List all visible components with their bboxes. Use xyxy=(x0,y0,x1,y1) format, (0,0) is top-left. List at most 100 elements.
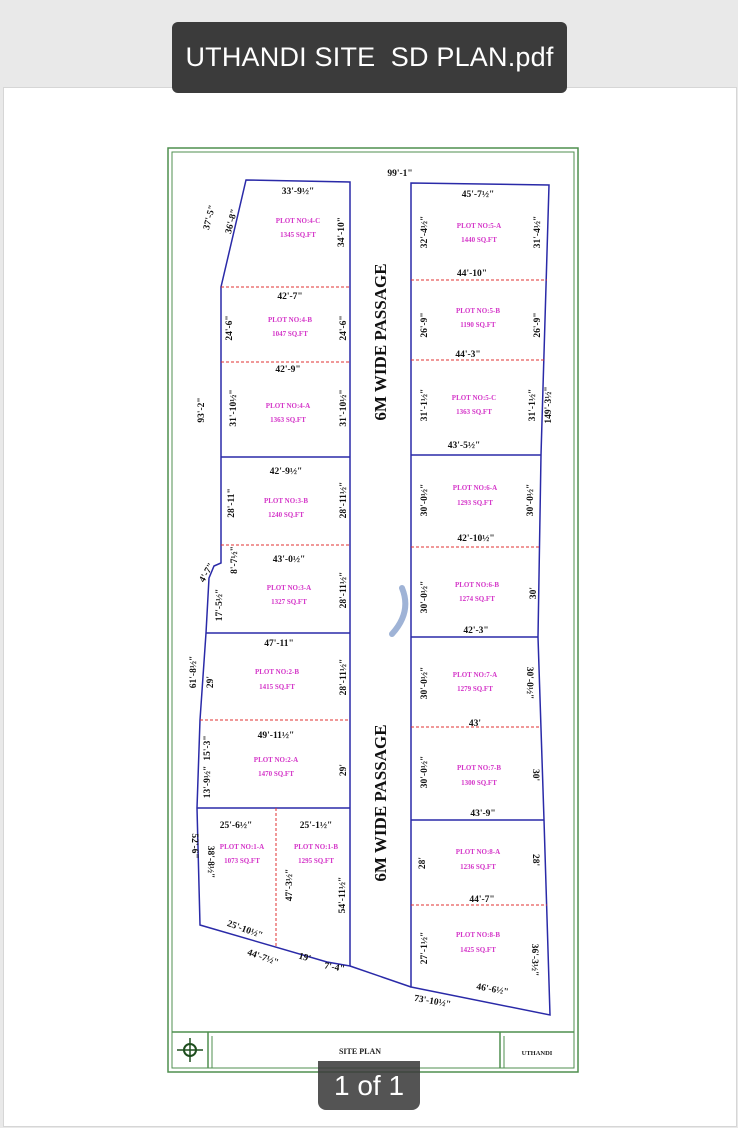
page-indicator-text: 1 of 1 xyxy=(333,1069,405,1101)
plot-label: PLOT NO:3-A xyxy=(267,584,311,592)
plot-area: 1300 SQ.FT xyxy=(461,779,497,787)
plot-area: 1279 SQ.FT xyxy=(457,685,493,693)
dim: 28'-11" xyxy=(227,488,237,518)
plot-label: PLOT NO:7-A xyxy=(453,671,497,679)
plot-label: PLOT NO:2-B xyxy=(255,668,299,676)
dim: 30'-0½" xyxy=(420,667,430,699)
dim: 42'-9" xyxy=(275,365,300,375)
dim: 34'-10" xyxy=(337,217,347,247)
dim: 52'-6" xyxy=(189,833,199,858)
plot-label: PLOT NO:6-B xyxy=(455,581,499,589)
plot-area: 1363 SQ.FT xyxy=(456,408,492,416)
dim: 30' xyxy=(530,769,540,781)
dim: 30'-0½" xyxy=(420,484,430,516)
plot-label: PLOT NO:7-B xyxy=(457,764,501,772)
dim: 25'-6½" xyxy=(220,821,252,831)
plot-label: PLOT NO:1-A xyxy=(220,843,264,851)
dim: 31'-1½" xyxy=(420,389,430,421)
dim: 44'-3" xyxy=(455,350,480,360)
plot-label: PLOT NO:4-C xyxy=(276,217,320,225)
dim: 43'-5½" xyxy=(448,441,480,451)
plot-label: PLOT NO:5-A xyxy=(457,222,501,230)
dim: 25'-1½" xyxy=(300,821,332,831)
plot-label: PLOT NO:8-B xyxy=(456,931,500,939)
dim: 43' xyxy=(469,719,481,729)
north-compass-icon xyxy=(177,1038,203,1062)
dim: 42'-3" xyxy=(463,626,488,636)
passage-label-lower: 6M WIDE PASSAGE xyxy=(371,724,390,881)
dim: 15'-3" xyxy=(203,735,213,760)
dim: 44'-7" xyxy=(469,895,494,905)
dim: 24'-6" xyxy=(339,315,349,340)
dim: 36'-3½" xyxy=(529,944,539,976)
dim: 36'-8" xyxy=(224,208,240,235)
dim: 7'-4" xyxy=(323,961,345,974)
dim-top-total: 99'-1" xyxy=(387,169,412,179)
title-block-drawing-name: SITE PLAN xyxy=(339,1047,381,1056)
dim: 93'-2" xyxy=(197,397,207,422)
dim: 47'-3½" xyxy=(285,869,295,901)
passage-label-upper: 6M WIDE PASSAGE xyxy=(371,263,390,420)
dim: 33'-9½" xyxy=(282,187,314,197)
dim: 30'-0½" xyxy=(524,667,534,699)
plot-area: 1327 SQ.FT xyxy=(271,598,307,606)
plot-area: 1073 SQ.FT xyxy=(224,857,260,865)
dim: 27'-1½" xyxy=(420,932,430,964)
plot-area: 1440 SQ.FT xyxy=(461,236,497,244)
dim: 26'-9" xyxy=(420,312,430,337)
page-indicator: 1 of 1 xyxy=(318,1061,420,1110)
dim: 44'-7½" xyxy=(246,948,280,968)
plot-area: 1425 SQ.FT xyxy=(460,946,496,954)
dim: 31'-10½" xyxy=(229,389,239,426)
dim: 61'-8½" xyxy=(189,656,199,688)
plot-area: 1415 SQ.FT xyxy=(259,683,295,691)
plot-area: 1274 SQ.FT xyxy=(459,595,495,603)
dim: 46'-6½" xyxy=(475,982,509,997)
loading-arc-icon xyxy=(389,585,409,637)
dim: 73'-10½" xyxy=(413,994,451,1010)
plot-area: 1345 SQ.FT xyxy=(280,231,316,239)
dim: 31'-1½" xyxy=(528,389,538,421)
dim: 4'-7" xyxy=(198,562,217,585)
dim: 31'-4½" xyxy=(533,216,543,248)
plot-area: 1363 SQ.FT xyxy=(270,416,306,424)
dim: 31'-10½" xyxy=(339,389,349,426)
dim: 30'-0½" xyxy=(420,581,430,613)
dim: 13'-9½" xyxy=(203,766,213,798)
title-block-location: UTHANDI xyxy=(522,1050,553,1057)
plot-area: 1295 SQ.FT xyxy=(298,857,334,865)
dim: 42'-7" xyxy=(277,292,302,302)
right-block-boundary xyxy=(410,182,551,1016)
pdf-page xyxy=(3,87,737,1127)
dim: 8'-7½" xyxy=(230,546,240,574)
dim: 28' xyxy=(418,857,428,869)
dim: 37'-5" xyxy=(202,204,218,231)
plot-area: 1293 SQ.FT xyxy=(457,499,493,507)
plot-label: PLOT NO:5-B xyxy=(456,307,500,315)
dim: 29' xyxy=(206,676,216,688)
plot-label: PLOT NO:1-B xyxy=(294,843,338,851)
plot-label: PLOT NO:4-B xyxy=(268,316,312,324)
dim: 54'-11½" xyxy=(338,877,348,914)
dim: 28' xyxy=(530,854,540,866)
plot-label: PLOT NO:4-A xyxy=(266,402,310,410)
plot-label: PLOT NO:3-B xyxy=(264,497,308,505)
dim: 44'-10" xyxy=(457,269,487,279)
dim: 42'-9½" xyxy=(270,467,302,477)
plot-area: 1047 SQ.FT xyxy=(272,330,308,338)
plot-label: PLOT NO:2-A xyxy=(254,756,298,764)
dim: 24'-6" xyxy=(225,315,235,340)
plot-area: 1240 SQ.FT xyxy=(268,511,304,519)
plot-label: PLOT NO:6-A xyxy=(453,484,497,492)
dim: 47'-11" xyxy=(264,639,294,649)
dim: 38'-8½" xyxy=(205,846,215,878)
dim: 149'-3½" xyxy=(544,386,554,423)
dim: 28'-11½" xyxy=(339,659,349,696)
dim: 49'-11½" xyxy=(258,731,295,741)
dim: 30'-0½" xyxy=(420,756,430,788)
dim: 30'-0½" xyxy=(526,484,536,516)
dim: 17'-5½" xyxy=(215,589,225,621)
dim: 29' xyxy=(339,764,349,776)
dim: 43'-0½" xyxy=(273,555,305,565)
